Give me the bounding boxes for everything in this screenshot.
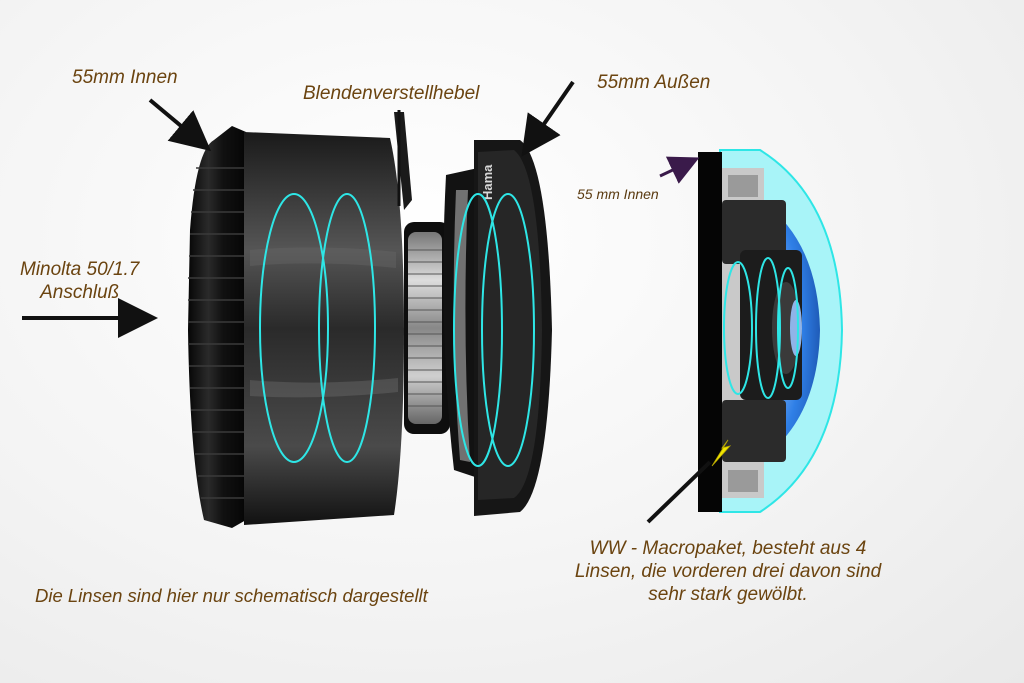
label-minolta-line2: Anschluß: [40, 281, 120, 303]
label-blendenverstellhebel: Blendenverstellhebel: [303, 83, 480, 104]
yellow-marker-arrow: [711, 439, 732, 467]
label-55mm-aussen: 55mm Außen: [597, 72, 711, 93]
label-ww-line3: sehr stark gewölbt.: [648, 583, 808, 605]
minolta-mount-ring: [188, 126, 246, 528]
arrow-innen-small: [659, 156, 700, 184]
threaded-adapter: [404, 222, 450, 434]
label-minolta-anschluss: Minolta 50/1.7 Anschluß: [20, 259, 139, 305]
label-55mm-innen-small: 55 mm Innen: [577, 186, 659, 202]
label-55mm-innen: 55mm Innen: [72, 67, 178, 88]
lens-engraving: Hama: [480, 164, 495, 200]
mounting-plate: [698, 152, 722, 512]
label-schematic-note: Die Linsen sind hier nur schematisch dar…: [35, 585, 428, 606]
ww-lens-3: [777, 267, 799, 389]
lens-element-4: [481, 193, 535, 467]
arrow-aussen-55: [521, 80, 575, 157]
label-minolta-line1: Minolta 50/1.7: [20, 259, 140, 280]
front-adapter-ring: [443, 140, 552, 516]
ww-macro-schematic: [698, 149, 844, 513]
ww-lens-2: [755, 257, 781, 399]
lens-element-1: [259, 193, 329, 463]
label-ww-line1: WW - Macropaket, besteht aus 4: [589, 538, 867, 559]
arrow-innen-55: [148, 98, 212, 152]
lens-element-3: [453, 193, 503, 467]
main-lens-assembly: Hama: [188, 112, 552, 528]
annotation-arrows: [22, 80, 732, 524]
label-ww-macropaket: WW - Macropaket, besteht aus 4 Linsen, d…: [548, 538, 908, 606]
lens-element-2: [318, 193, 376, 463]
label-ww-line2: Linsen, die vorderen drei davon sind: [574, 560, 882, 582]
taped-barrel: [244, 132, 404, 525]
arrow-ww-pointer: [646, 460, 712, 524]
ww-lens-1: [723, 261, 753, 395]
